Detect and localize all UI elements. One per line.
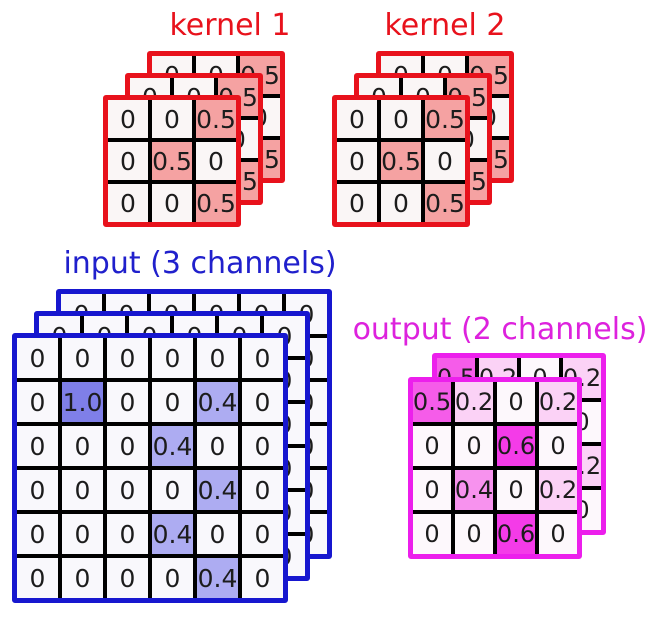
matrix-cell: 0.2 [539, 470, 577, 510]
matrix-cell: 0 [413, 470, 451, 510]
matrix-cell: 0 [242, 558, 283, 598]
matrix-cell: 0 [62, 558, 103, 598]
matrix-cell: 0.2 [539, 382, 577, 422]
matrix-cell: 0 [152, 558, 193, 598]
matrix-cell: 0 [107, 338, 148, 378]
matrix-cell: 0.4 [197, 470, 238, 510]
matrix-cell: 0 [152, 100, 192, 138]
matrix-cell: 0 [107, 382, 148, 422]
matrix-cell: 0.4 [455, 470, 493, 510]
matrix-cell: 0 [497, 382, 535, 422]
matrix-cell: 0.4 [152, 426, 193, 466]
kernel2-title: kernel 2 [384, 8, 506, 43]
kernel1-title: kernel 1 [169, 8, 291, 43]
input-title: input (3 channels) [63, 246, 337, 281]
matrix-cell: 0 [413, 514, 451, 554]
matrix-cell: 0 [107, 558, 148, 598]
matrix-cell: 0 [107, 514, 148, 554]
matrix-cell: 0 [17, 426, 58, 466]
matrix-cell: 0 [62, 338, 103, 378]
matrix-cell: 0.2 [455, 382, 493, 422]
matrix-cell: 0 [152, 184, 192, 222]
matrix-cell: 0.5 [196, 184, 236, 222]
matrix-cell: 0 [242, 470, 283, 510]
matrix-cell: 0 [242, 426, 283, 466]
matrix-cell: 0 [17, 514, 58, 554]
matrix-cell: 0 [242, 338, 283, 378]
matrix-cell: 0 [497, 470, 535, 510]
matrix-cell: 0.5 [425, 100, 465, 138]
matrix-cell: 0 [455, 514, 493, 554]
matrix-cell: 0 [197, 338, 238, 378]
matrix-cell: 0 [108, 184, 148, 222]
matrix-cell: 0.2 [563, 358, 601, 398]
matrix-cell: 0 [152, 338, 193, 378]
matrix-cell: 0 [197, 514, 238, 554]
matrix-cell: 0 [242, 514, 283, 554]
matrix-cell: 0.4 [152, 514, 193, 554]
matrix-cell: 0 [242, 382, 283, 422]
matrix-cell: 0 [197, 426, 238, 466]
matrix-cell: 0 [381, 184, 421, 222]
matrix-cell: 0.4 [197, 382, 238, 422]
matrix-cell: 0 [337, 100, 377, 138]
matrix-cell: 0 [381, 100, 421, 138]
matrix-cell: 0.5 [381, 142, 421, 180]
matrix-cell: 0 [539, 514, 577, 554]
matrix-cell: 0 [337, 142, 377, 180]
matrix-cell: 1.0 [62, 382, 103, 422]
matrix-cell: 0 [62, 470, 103, 510]
matrix-cell: 0 [107, 426, 148, 466]
matrix-cell: 0 [17, 470, 58, 510]
matrix-cell: 0 [62, 514, 103, 554]
matrix-cell: 0 [108, 142, 148, 180]
matrix-cell: 0 [107, 470, 148, 510]
matrix-cell: 0 [455, 426, 493, 466]
matrix-cell: 0 [337, 184, 377, 222]
matrix-cell: 0.6 [497, 514, 535, 554]
matrix-cell: 0 [196, 142, 236, 180]
matrix-cell: 0 [62, 426, 103, 466]
matrix-cell: 0 [108, 100, 148, 138]
matrix-cell: 0.6 [497, 426, 535, 466]
matrix-cell: 0.5 [152, 142, 192, 180]
matrix-cell: 0 [17, 338, 58, 378]
matrix-cell: 0 [152, 382, 193, 422]
matrix-cell: 0.4 [197, 558, 238, 598]
matrix-cell: 0 [425, 142, 465, 180]
matrix-cell: 0.5 [425, 184, 465, 222]
output-title: output (2 channels) [352, 312, 648, 347]
matrix-cell: 0.5 [413, 382, 451, 422]
matrix-cell: 0.5 [196, 100, 236, 138]
matrix-cell: 0 [17, 382, 58, 422]
matrix-cell: 0 [539, 426, 577, 466]
matrix-cell: 0 [413, 426, 451, 466]
matrix-cell: 0 [152, 470, 193, 510]
matrix-cell: 0 [17, 558, 58, 598]
